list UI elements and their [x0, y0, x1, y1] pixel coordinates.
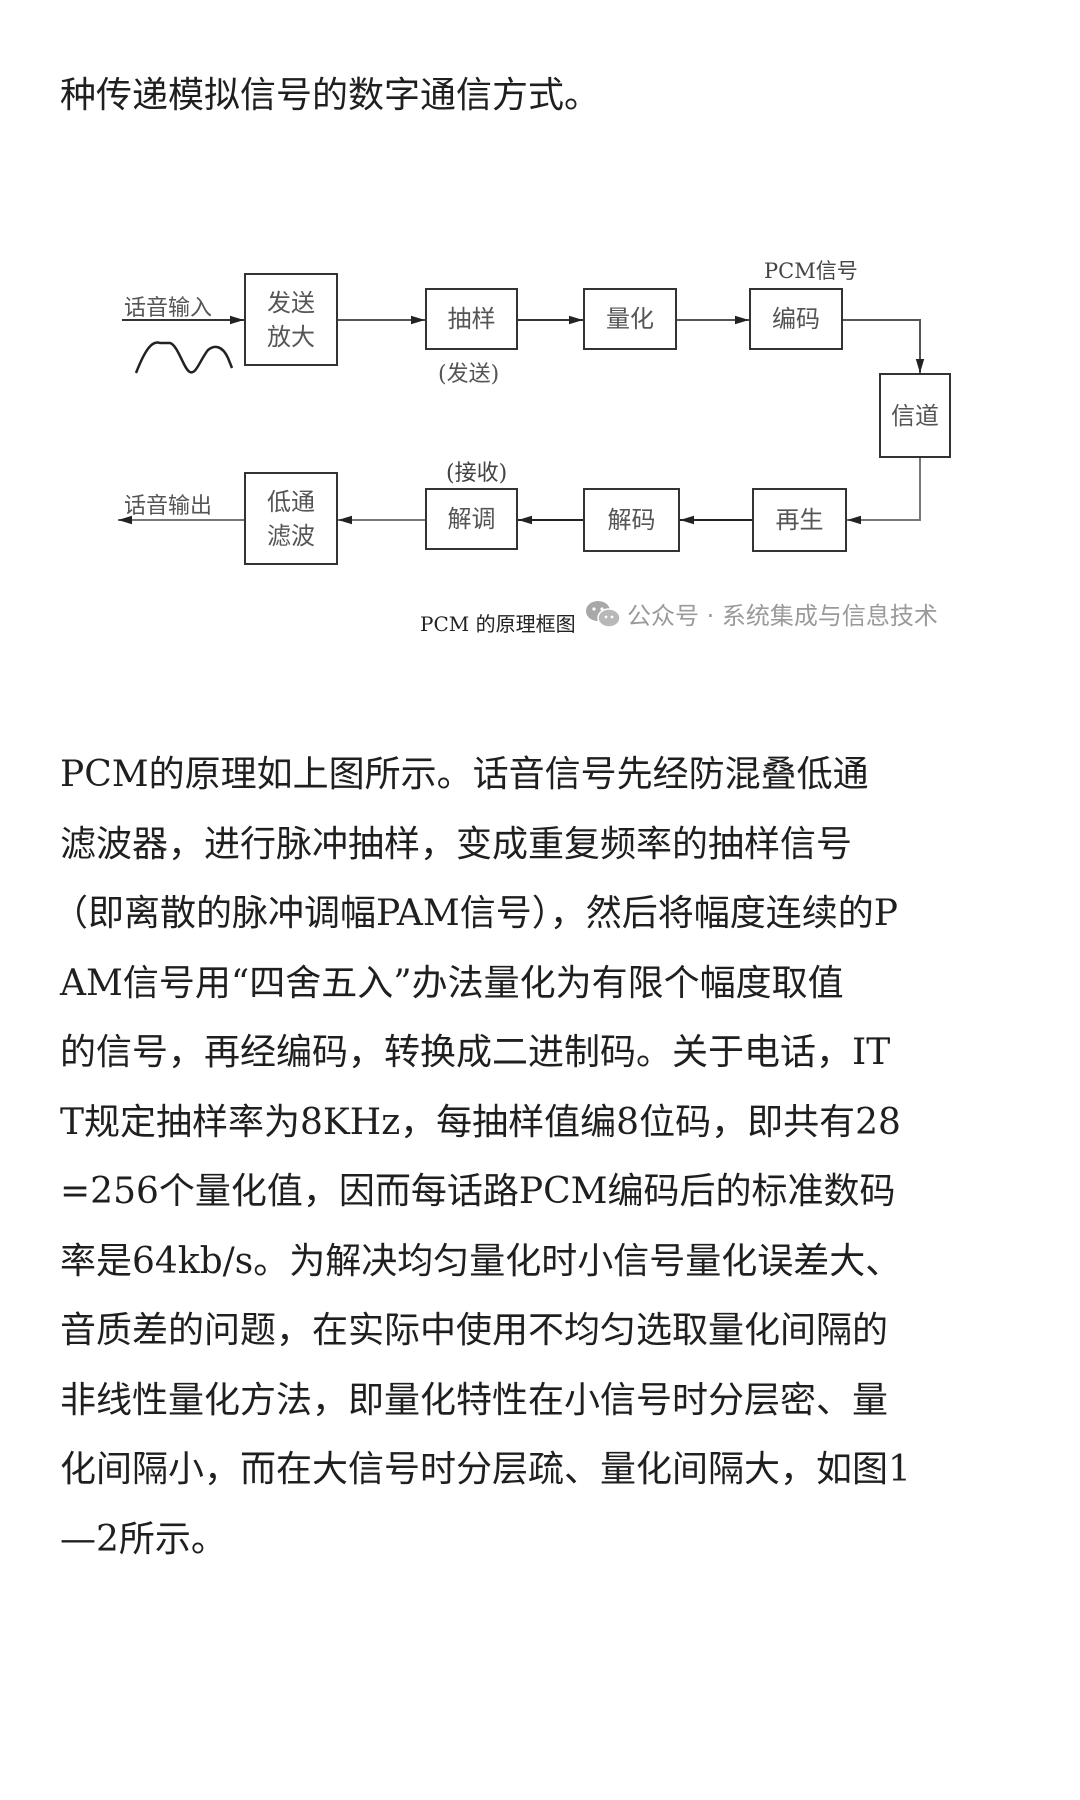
block-label: 抽样 — [447, 305, 496, 333]
paragraph-line: =256个量化值，因而每话路PCM编码后的标准数码 — [60, 1171, 896, 1212]
diagram-connectors — [118, 315, 925, 525]
paragraph-line: PCM的原理如上图所示。话音信号先经防混叠低通 — [60, 754, 869, 795]
block-encode: 编码 — [749, 288, 843, 350]
analog-wave-icon — [134, 341, 234, 374]
paragraph-line: —2所示。 — [60, 1518, 227, 1560]
block-quantize: 量化 — [583, 288, 677, 350]
send-label: (发送) — [438, 362, 500, 387]
block-label: 编码 — [772, 305, 820, 333]
voice-input-label: 话音输入 — [124, 296, 213, 321]
wechat-icon — [586, 600, 621, 628]
pcm-block-diagram: 话音输入 发送 放大 抽样 (发送) 量化 PCM信号 编码 信道 再生 解码 … — [0, 200, 1080, 660]
block-sampling: 抽样 — [425, 288, 518, 350]
block-label: 解调 — [447, 505, 496, 533]
paragraph-line: 化间隔小，而在大信号时分层疏、量化间隔大，如图1 — [60, 1449, 911, 1490]
paragraph-line: T规定抽样率为8KHz，每抽样值编8位码，即共有28 — [60, 1101, 901, 1143]
figure-caption: PCM 的原理框图 — [420, 612, 576, 636]
paragraph-line: （即离散的脉冲调幅PAM信号），然后将幅度连续的P — [52, 893, 899, 934]
paragraph-line: 率是64kb/s。为解决均匀量化时小信号量化误差大、 — [60, 1240, 902, 1282]
paragraph-line: 的信号，再经编码，转换成二进制码。关于电话，IT — [60, 1032, 891, 1073]
watermark-text: 公众号 · 系统集成与信息技术 — [627, 602, 938, 630]
voice-output-label: 话音输出 — [124, 494, 213, 519]
intro-text: 种传递模拟信号的数字通信方式。 — [60, 75, 601, 116]
pcm-signal-label: PCM信号 — [764, 259, 858, 283]
block-channel: 信道 — [879, 373, 951, 458]
block-label: 低通 — [267, 487, 315, 516]
paragraph-line: AM信号用“四舍五入”办法量化为有限个幅度取值 — [60, 962, 844, 1004]
block-label: 解码 — [607, 506, 656, 534]
paragraph-line: 非线性量化方法，即量化特性在小信号时分层密、量 — [60, 1379, 889, 1421]
watermark: 公众号 · 系统集成与信息技术 — [585, 596, 938, 631]
block-label: 量化 — [606, 305, 654, 333]
block-demodulate: 解调 — [425, 488, 518, 550]
paragraph-line: 音质差的问题，在实际中使用不均匀选取量化间隔的 — [60, 1310, 889, 1351]
block-send-amplify: 发送 放大 — [244, 273, 338, 366]
block-label: 信道 — [891, 401, 939, 430]
receive-label: (接收) — [446, 461, 508, 486]
block-decode: 解码 — [583, 488, 680, 552]
block-label: 滤波 — [267, 521, 315, 550]
block-lowpass-filter: 低通 滤波 — [244, 472, 338, 565]
block-label: 发送 — [267, 288, 315, 317]
paragraph-line: 滤波器，进行脉冲抽样，变成重复频率的抽样信号 — [60, 823, 853, 865]
block-label: 放大 — [267, 322, 315, 351]
body-paragraph: PCM的原理如上图所示。话音信号先经防混叠低通 滤波器，进行脉冲抽样，变成重复频… — [52, 740, 1020, 1574]
block-regenerate: 再生 — [752, 488, 847, 552]
block-label: 再生 — [775, 506, 824, 534]
